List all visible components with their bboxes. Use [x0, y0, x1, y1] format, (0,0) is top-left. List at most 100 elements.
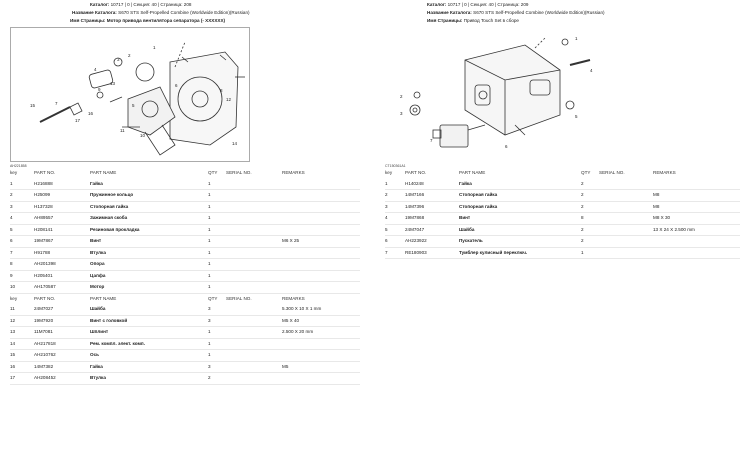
part-remarks	[282, 338, 360, 350]
figure-id: AH221858	[10, 164, 27, 168]
catalog-name-line: Название Каталога: S670 STS Self-Propell…	[427, 10, 605, 15]
part-remarks	[282, 179, 360, 190]
serial-no	[599, 224, 653, 236]
svg-text:3: 3	[400, 111, 403, 116]
part-remarks	[282, 282, 360, 294]
part-key: 11	[10, 306, 15, 311]
svg-text:11: 11	[120, 128, 125, 133]
part-key: 16	[10, 363, 16, 369]
part-name: Тумблер кулисный переключ.	[459, 249, 528, 255]
part-qty: 1	[208, 192, 211, 197]
serial-no	[599, 236, 653, 248]
part-remarks	[282, 350, 360, 362]
part-remarks: M8 X 30	[653, 215, 671, 220]
part-key: 1	[385, 180, 388, 186]
part-number: 14M7396	[405, 203, 425, 209]
svg-text:1: 1	[153, 45, 156, 50]
part-name: Зажимная скоба	[90, 215, 128, 220]
part-number: 24M7027	[34, 306, 54, 311]
svg-text:8: 8	[220, 88, 223, 93]
part-number: 24M7047	[405, 226, 425, 232]
part-qty: 2	[581, 203, 584, 209]
part-key: 9	[10, 272, 13, 278]
part-remarks: 13 X 24 X 2.500 mm	[653, 226, 695, 232]
part-remarks	[282, 213, 360, 225]
part-qty: 3	[208, 317, 211, 323]
part-remarks	[282, 224, 360, 236]
part-name: Гайка	[90, 363, 103, 369]
part-qty: 1	[208, 238, 211, 243]
serial-no	[599, 213, 653, 225]
part-name: Мотор	[90, 284, 105, 289]
serial-no	[226, 350, 282, 362]
svg-text:2: 2	[400, 94, 403, 99]
part-remarks	[282, 190, 360, 202]
serial-no	[599, 201, 653, 213]
part-qty: 2	[581, 180, 584, 186]
part-remarks	[282, 201, 360, 213]
part-qty: 1	[581, 249, 584, 255]
part-name: Пускатель	[459, 238, 483, 243]
part-number: H205401	[34, 272, 53, 278]
part-number: 11M7081	[34, 329, 53, 334]
serial-no	[226, 179, 282, 190]
part-key: 14	[10, 340, 16, 346]
serial-no	[599, 190, 653, 202]
catalog-line: Каталог: 10717 | 0 | Секция: 40 | Страни…	[427, 2, 529, 7]
part-remarks	[653, 179, 740, 190]
part-name: Гайка	[90, 180, 103, 186]
svg-text:12: 12	[226, 97, 232, 102]
svg-text:2: 2	[128, 53, 131, 58]
part-number: RE180903	[405, 249, 427, 255]
serial-no	[599, 247, 653, 259]
part-name: Резиновая прокладка	[90, 226, 140, 232]
part-number: AH217818	[34, 340, 56, 346]
svg-text:6: 6	[505, 144, 508, 149]
part-remarks: M5	[282, 363, 289, 369]
serial-no	[226, 224, 282, 236]
part-key: 2	[385, 192, 388, 197]
serial-no	[226, 373, 282, 385]
part-name: Втулка	[90, 249, 106, 255]
part-name: Винт	[459, 215, 471, 220]
serial-no	[226, 315, 282, 327]
part-number: 14M7166	[405, 192, 425, 197]
part-qty: 1	[208, 329, 211, 334]
serial-no	[226, 282, 282, 294]
part-qty: 1	[208, 340, 211, 346]
part-key: 3	[10, 203, 13, 209]
part-number: AH210762	[34, 352, 56, 357]
page-name-line: Имя Страницы: Мотор привода вентилятора …	[70, 18, 226, 23]
part-number: H91788	[34, 249, 51, 255]
part-name: Винт	[90, 238, 102, 243]
part-key: 2	[10, 192, 13, 197]
serial-no	[226, 304, 282, 315]
part-name: Стопорная гайка	[459, 192, 498, 197]
part-qty: 1	[208, 180, 211, 186]
part-number: H208141	[34, 226, 53, 232]
part-qty: 1	[208, 272, 211, 278]
exploded-diagram-touch-set: 123 456 7	[400, 36, 593, 149]
serial-no	[599, 179, 653, 190]
part-name: Цапфа	[90, 272, 106, 278]
part-key: 5	[10, 226, 13, 232]
part-remarks: M8	[653, 192, 660, 197]
svg-text:13: 13	[110, 81, 116, 86]
svg-text:16: 16	[88, 111, 94, 116]
svg-text:9: 9	[98, 87, 101, 92]
part-key: 10	[10, 284, 16, 289]
